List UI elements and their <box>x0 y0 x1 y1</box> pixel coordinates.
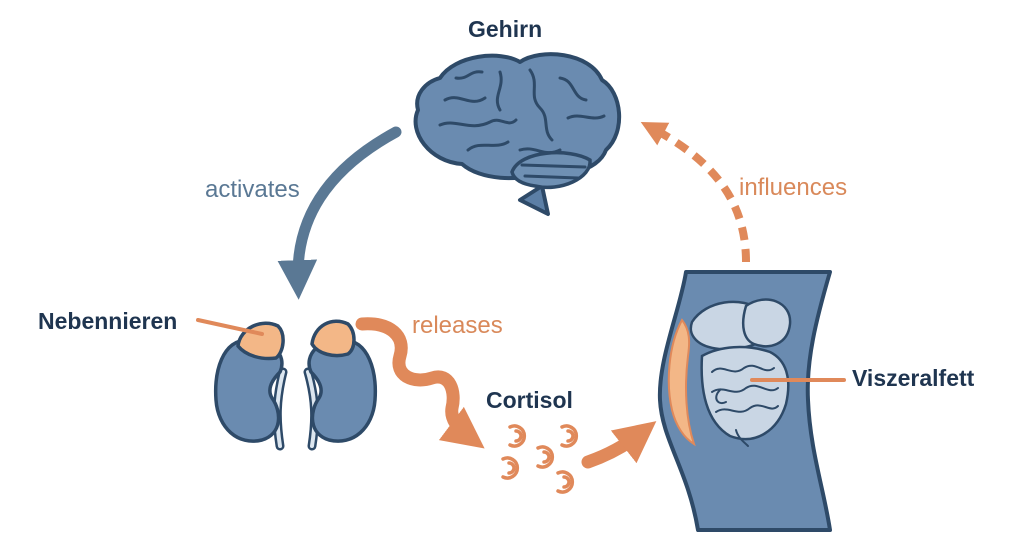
kidneys-icon <box>213 338 378 451</box>
cortisol-molecules-icon <box>501 424 579 494</box>
adrenal-glands-icon <box>236 319 356 361</box>
adrenal-pointer-line <box>196 318 264 336</box>
adrenal-label: Nebennieren <box>38 308 178 334</box>
cortisol-molecule <box>556 470 575 494</box>
activates-arrow <box>277 126 402 300</box>
activates-label: activates <box>205 176 300 203</box>
visceral-fat-icon <box>667 318 696 447</box>
brain-label: Gehirn <box>468 16 543 42</box>
releases-arrow <box>355 317 485 449</box>
cortisol-molecule <box>501 456 520 480</box>
cortisol-molecule <box>508 424 527 448</box>
visceral-fat-label: Viszeralfett <box>852 365 975 391</box>
cortisol-label: Cortisol <box>486 387 573 413</box>
abdomen-icon <box>657 270 832 532</box>
cortisol-molecule <box>536 445 555 469</box>
influences-arrow <box>640 121 750 263</box>
brain-icon <box>413 52 621 216</box>
cortisol-molecule <box>560 424 579 448</box>
cortisol-to-fat-arrow <box>581 421 657 469</box>
releases-label: releases <box>412 312 503 339</box>
influences-label: influences <box>739 174 848 201</box>
